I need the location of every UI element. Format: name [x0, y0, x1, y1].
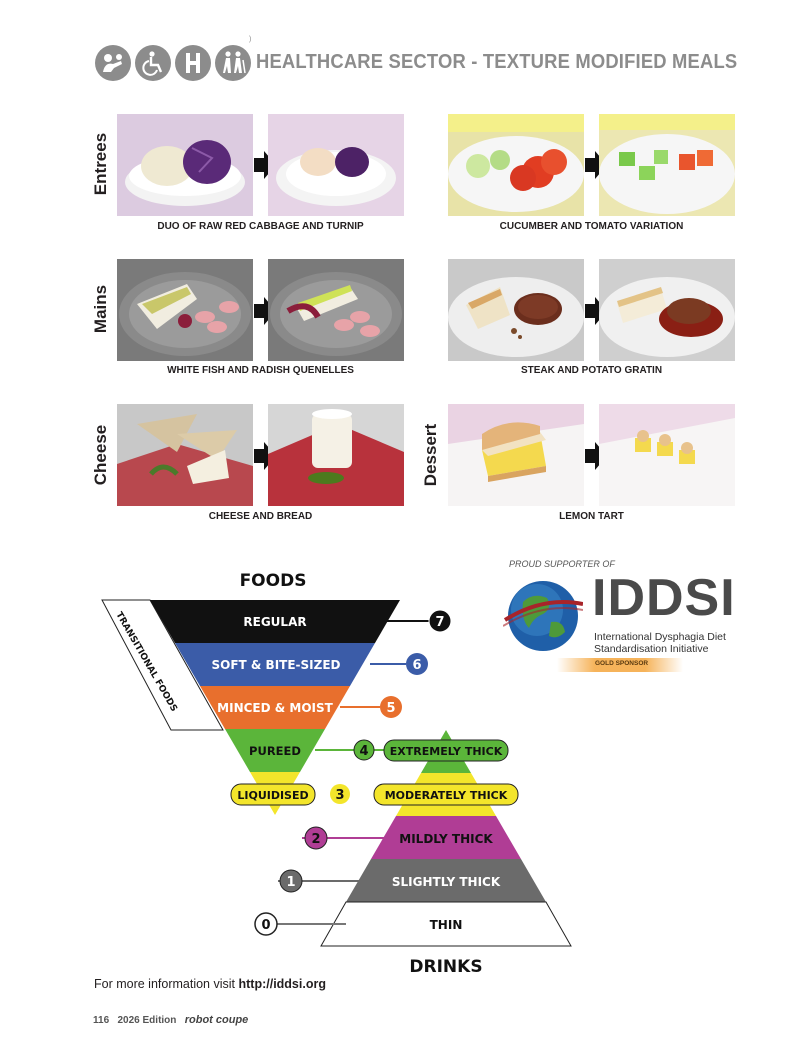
arrow-right-icon	[252, 441, 278, 471]
proud-supporter-label: PROUD SUPPORTER OF	[509, 559, 615, 569]
edition-label: 2026 Edition	[117, 1015, 177, 1026]
iddsi-logo-text: IDDSI	[592, 569, 736, 627]
fish-after-photo	[268, 259, 404, 361]
level-5-badge	[380, 696, 402, 718]
arrow-right-icon	[583, 150, 609, 180]
steak-before-photo	[448, 259, 584, 361]
level-2-badge	[304, 826, 328, 850]
more-info-prefix: For more information visit	[94, 977, 239, 991]
caption-cabbage: DUO OF RAW RED CABBAGE AND TURNIP	[157, 221, 364, 232]
row-label-mains: Mains	[91, 284, 110, 334]
arrow-right-icon	[583, 296, 609, 326]
level-5-label: MINCED & MOIST	[217, 701, 333, 715]
level-7-badge	[428, 609, 452, 633]
caption-cheese: CHEESE AND BREAD	[208, 511, 313, 522]
tart-before-photo	[448, 404, 584, 506]
caption-cucumber: CUCUMBER AND TOMATO VARIATION	[499, 221, 684, 232]
steak-after-photo	[599, 259, 735, 361]
level-1-label: SLIGHTLY THICK	[392, 875, 501, 889]
level-0-band	[320, 901, 572, 947]
foods-title: FOODS	[240, 571, 307, 591]
tart-after-photo	[599, 404, 735, 506]
level-3-drink-label: MODERATELY THICK	[385, 789, 508, 802]
level-1-number: 1	[286, 875, 295, 890]
extremely-thick-pill	[383, 739, 509, 762]
iddsi-full-name-2: Standardisation Initiative	[594, 643, 709, 655]
hospital-h-icon	[175, 45, 211, 81]
arrow-right-icon	[252, 296, 278, 326]
liquidised-pill	[230, 783, 316, 806]
level-0-label: THIN	[430, 918, 463, 932]
row-label-entrees: Entrees	[91, 132, 110, 196]
level-4-number: 4	[359, 744, 368, 759]
gold-sponsor-badge: GOLD SPONSOR	[557, 658, 683, 672]
globe-icon	[502, 574, 584, 654]
level-7-band	[150, 600, 400, 643]
level-4-food-label: PUREED	[249, 744, 301, 758]
gold-sponsor-label: GOLD SPONSOR	[595, 660, 649, 667]
level-6-number: 6	[412, 658, 421, 673]
cheese-after-photo	[268, 404, 404, 506]
cabbage-after-photo	[268, 114, 404, 216]
cabbage-before-photo	[117, 114, 253, 216]
caption-tart: LEMON TART	[559, 511, 624, 522]
level-7-number: 7	[435, 615, 444, 630]
level-6-badge	[406, 653, 428, 675]
level-2-band	[371, 816, 521, 859]
transitional-foods-band	[101, 599, 224, 731]
wheelchair-icon	[135, 45, 171, 81]
level-0-number: 0	[261, 918, 270, 933]
level-3-number: 3	[335, 788, 344, 803]
level-0-badge	[254, 912, 278, 936]
cheese-before-photo	[117, 404, 253, 506]
level-2-number: 2	[311, 832, 320, 847]
row-label-cheese: Cheese	[91, 424, 110, 486]
level-6-label: SOFT & BITE-SIZED	[212, 658, 341, 672]
caption-steak: STEAK AND POTATO GRATIN	[520, 365, 663, 376]
page-number: 116	[93, 1015, 110, 1026]
level-4-food-band	[225, 729, 325, 772]
level-1-badge	[279, 869, 303, 893]
elderly-couple-icon	[215, 45, 251, 81]
iddsi-website-link[interactable]: http://iddsi.org	[238, 977, 326, 991]
page-title: HEALTHCARE SECTOR - TEXTURE MODIFIED MEA…	[256, 51, 738, 73]
cucumber-before-photo	[448, 114, 584, 216]
iddsi-framework-diagram: FOODS DRINKS TRANSITIONAL FOODS REGULAR …	[101, 571, 572, 977]
level-7-label: REGULAR	[243, 615, 306, 629]
cucumber-after-photo	[599, 114, 735, 216]
level-4-drink-label: EXTREMELY THICK	[390, 745, 503, 758]
level-4-badge	[353, 739, 375, 761]
moderately-thick-pill	[373, 783, 519, 806]
drinks-title: DRINKS	[409, 957, 482, 977]
elderly-care-icon	[95, 45, 131, 81]
page-footer: 116 2026 Edition robot coupe	[93, 1014, 248, 1026]
level-5-number: 5	[386, 701, 395, 716]
arrow-right-icon	[252, 150, 278, 180]
level-3-food-label: LIQUIDISED	[237, 789, 308, 802]
caption-fish: WHITE FISH AND RADISH QUENELLES	[167, 365, 354, 376]
level-1-band	[346, 859, 546, 902]
level-2-label: MILDLY THICK	[399, 832, 493, 846]
level-6-band	[175, 643, 375, 686]
level-5-band	[200, 686, 350, 729]
brand-logo: robot coupe	[184, 1014, 249, 1026]
row-label-dessert: Dessert	[421, 423, 440, 487]
fish-before-photo	[117, 259, 253, 361]
iddsi-full-name-1: International Dysphagia Diet	[594, 631, 726, 643]
arrow-right-icon	[583, 441, 609, 471]
level-3-badge	[330, 784, 350, 804]
more-info-line: For more information visit http://iddsi.…	[94, 977, 326, 991]
registered-mark-icon: )	[249, 36, 252, 43]
